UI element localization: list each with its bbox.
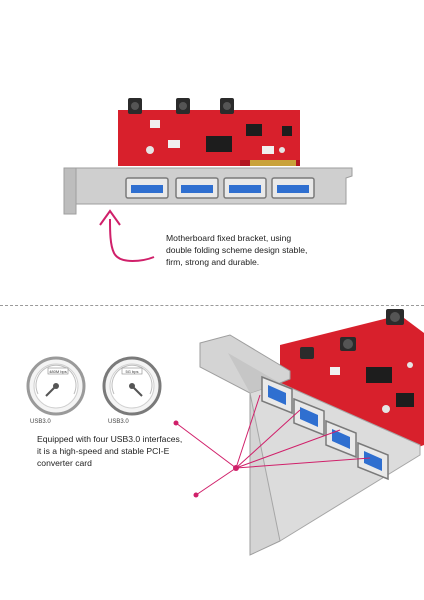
port-pointer-lines (173, 394, 371, 498)
usb-interfaces-description-line: converter card (37, 458, 92, 469)
speed-gauge-icon: 480M bps (26, 356, 86, 416)
curved-arrow-icon (99, 209, 155, 262)
bracket-description: Motherboard fixed bracket, using double … (166, 232, 386, 269)
pci-card-front-image (63, 98, 353, 215)
bracket-description-line: double folding scheme design stable, (166, 245, 308, 256)
speed-gauge-usb3-480m: 480M bps USB3.0 (24, 356, 88, 426)
usb-interfaces-description: Equipped with four USB3.0 interfaces, it… (37, 433, 212, 470)
gauge-readout: 5G bps (126, 369, 139, 374)
usb-port-1 (125, 177, 169, 199)
gauge-readout: 480M bps (49, 369, 67, 374)
usb-interfaces-description-line: Equipped with four USB3.0 interfaces, (37, 434, 183, 444)
usb-port-4 (271, 177, 315, 199)
usb-interfaces-description-line: it is a high-speed and stable PCI-E (37, 446, 170, 457)
usb-port-3 (223, 177, 267, 199)
gauge-label: USB3.0 (30, 419, 51, 425)
usb-port-3-angled (325, 419, 357, 459)
pci-card-angled-image (199, 309, 424, 556)
section-divider (0, 305, 424, 306)
usb-port-4-angled (357, 441, 389, 481)
bracket-description-line: Motherboard fixed bracket, using (166, 233, 292, 243)
speed-gauge-usb3-5g: 5G bps USB3.0 (100, 356, 164, 426)
speed-gauge-icon: 5G bps (102, 356, 162, 416)
usb-port-1-angled (261, 375, 293, 415)
gauge-label: USB3.0 (108, 419, 129, 425)
usb-port-2 (175, 177, 219, 199)
bracket-description-line: firm, strong and durable. (166, 257, 260, 268)
